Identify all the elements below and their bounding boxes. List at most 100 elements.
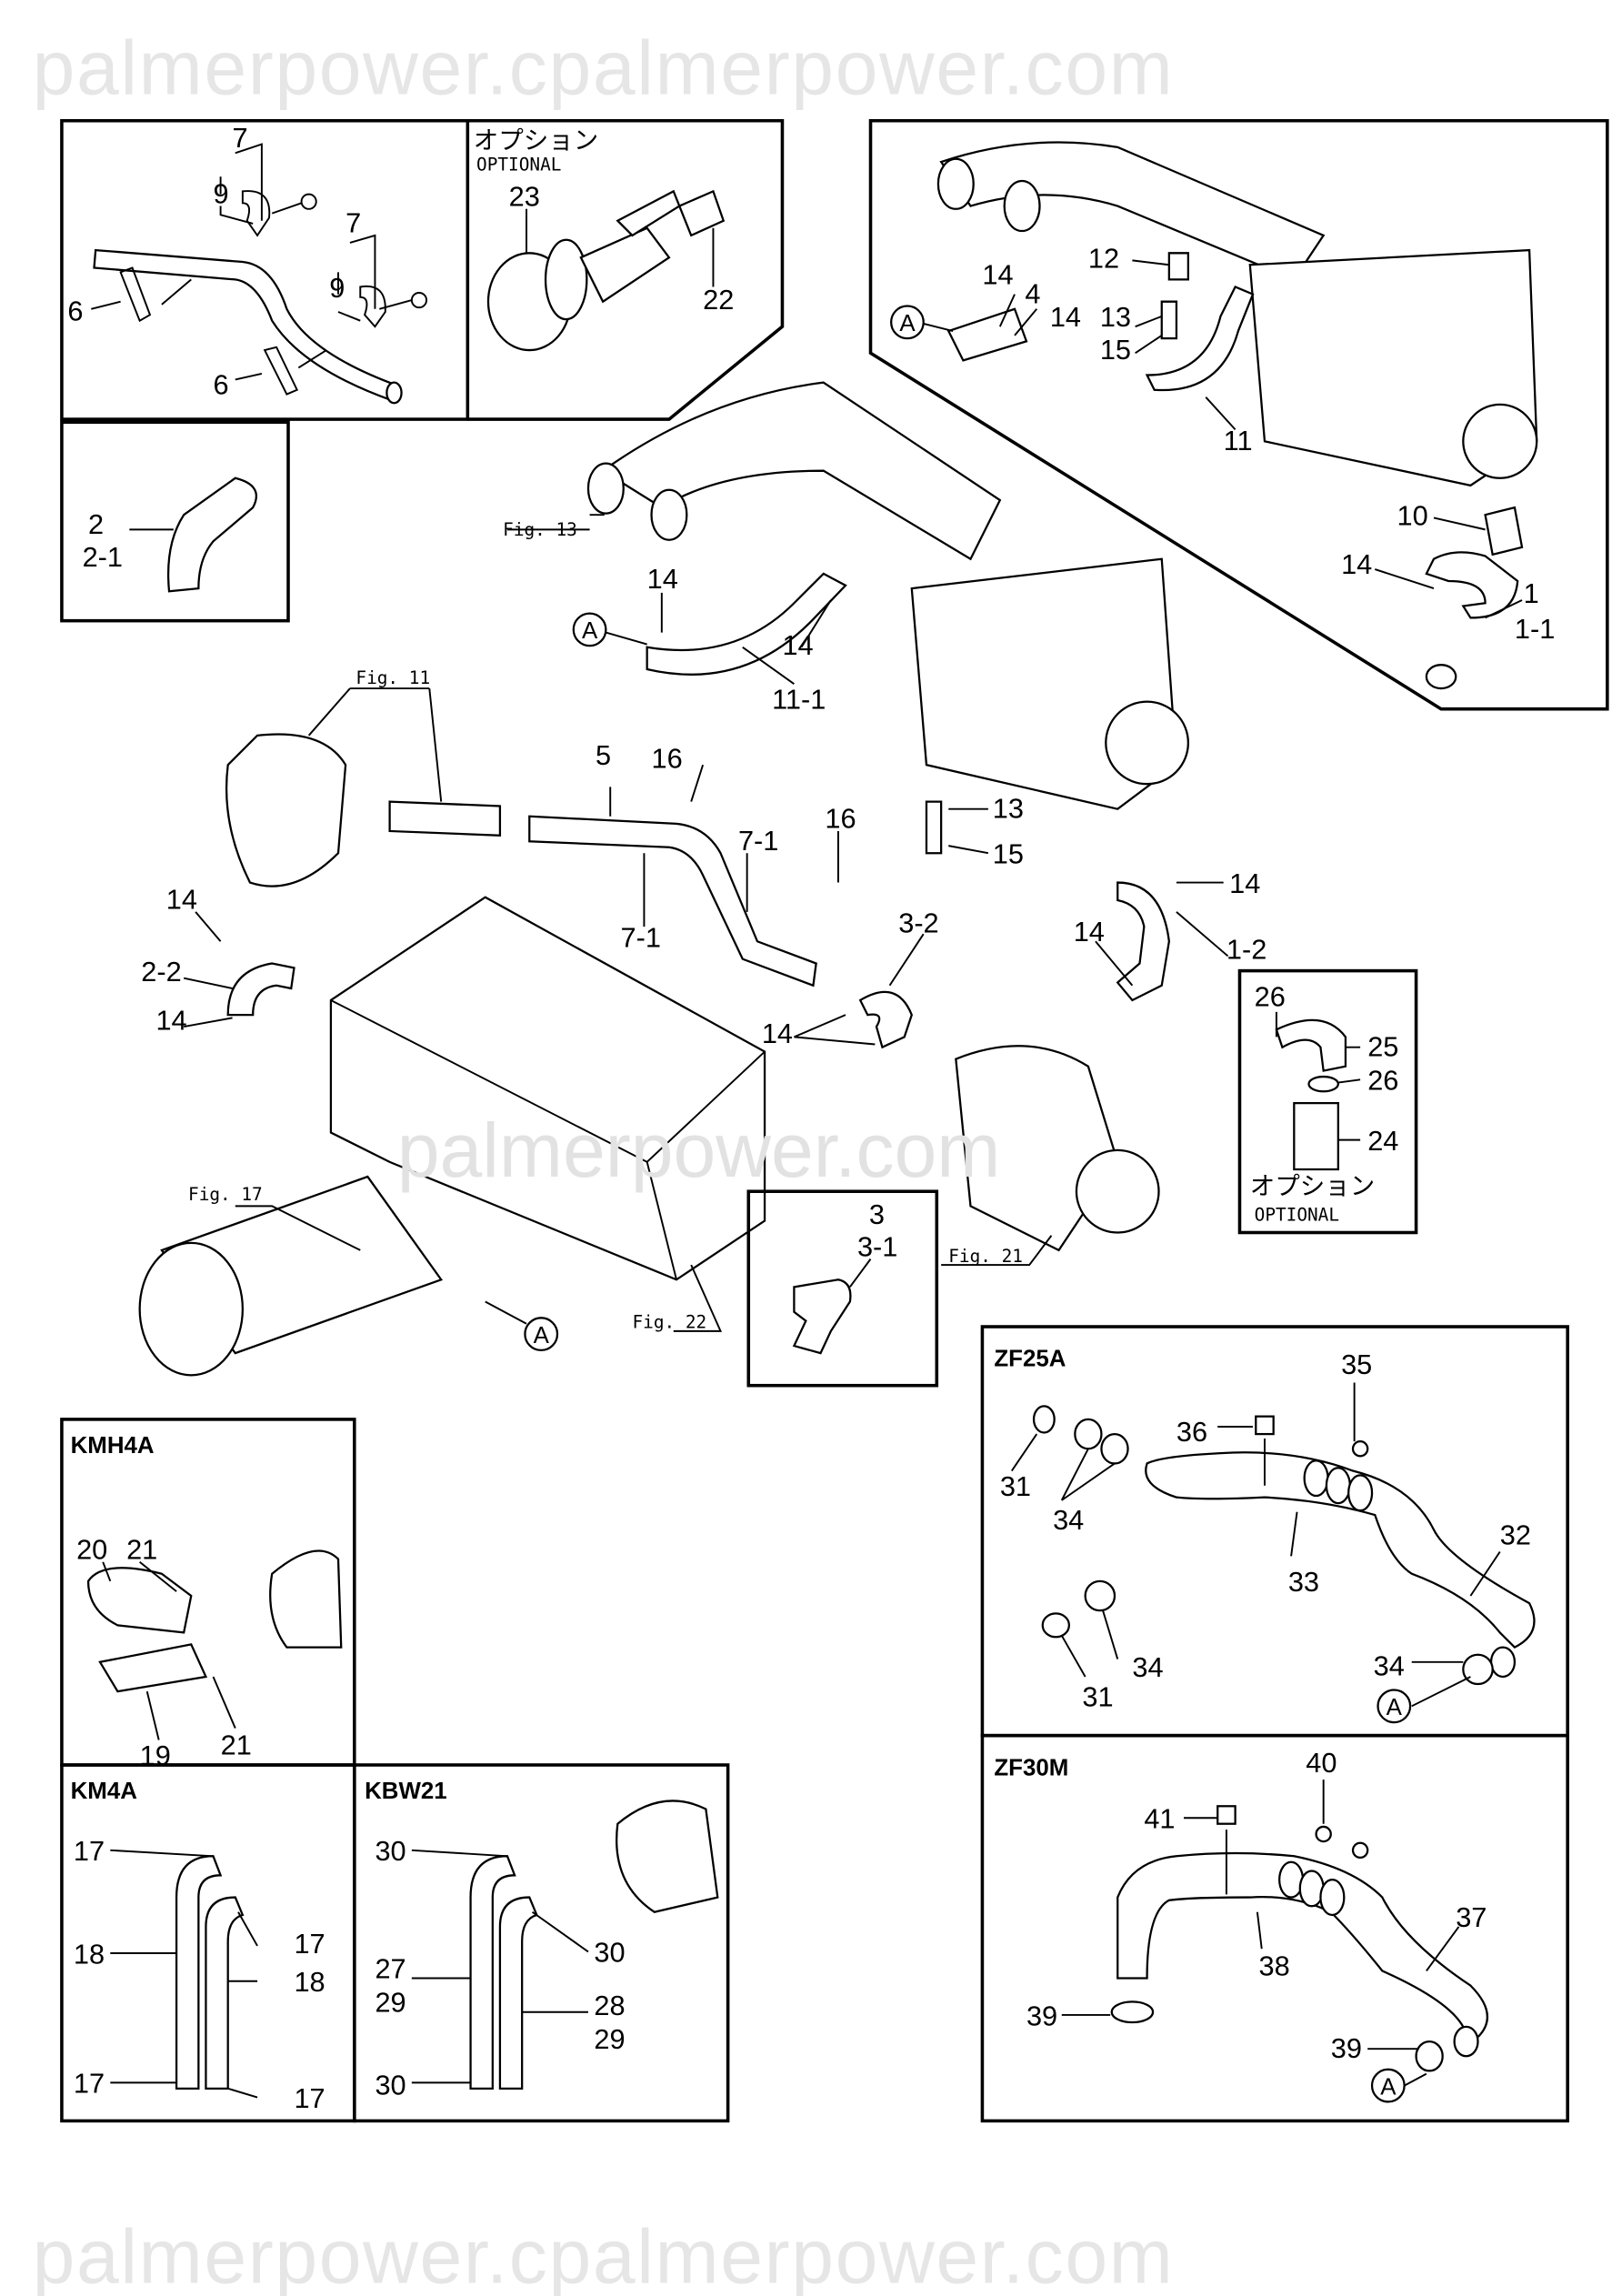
kmh4a-panel: KMH4A 20 21 19 21 xyxy=(60,1418,356,1771)
callout-15: 15 xyxy=(993,838,1024,870)
optional-label-jp: オプション xyxy=(474,125,598,154)
callout-7-1: 7-1 xyxy=(738,825,778,857)
zf25a-title: ZF25A xyxy=(994,1347,1066,1372)
callout-17: 17 xyxy=(74,2068,105,2100)
callout-31: 31 xyxy=(1082,1680,1113,1712)
callout-31: 31 xyxy=(1000,1470,1031,1502)
watermark-top: palmerpower.cpalmerpower.com xyxy=(33,25,1175,111)
callout-13: 13 xyxy=(1100,301,1131,333)
callout-6: 6 xyxy=(214,369,229,401)
callout-24: 24 xyxy=(1367,1125,1398,1157)
fig-22-ref: Fig. 22 xyxy=(632,1312,706,1333)
callout-7: 7 xyxy=(345,207,361,239)
callout-27: 27 xyxy=(375,1953,406,1985)
callout-2-2: 2-2 xyxy=(141,956,181,988)
callout-32: 32 xyxy=(1500,1519,1531,1550)
connector-marker-a-label: A xyxy=(1387,1695,1403,1720)
callout-36: 36 xyxy=(1176,1416,1207,1448)
callout-26: 26 xyxy=(1255,980,1286,1012)
callout-7: 7 xyxy=(233,122,248,154)
optional-drain-panel: オプション OPTIONAL 23 22 xyxy=(467,118,785,421)
callout-29: 29 xyxy=(375,1987,406,2019)
callout-17: 17 xyxy=(294,2082,325,2114)
callout-3-1: 3-1 xyxy=(857,1230,897,1262)
fig-13-ref: Fig. 13 xyxy=(503,519,577,540)
fig-17-ref: Fig. 17 xyxy=(188,1184,263,1205)
connector-marker-a xyxy=(524,1317,559,1352)
callout-20: 20 xyxy=(76,1534,107,1566)
connector-marker-a-label: A xyxy=(1380,2074,1397,2100)
callout-17: 17 xyxy=(74,1835,105,1867)
callout-14: 14 xyxy=(1050,301,1081,333)
main-assembly: A A Fig. 13 Fig. 11 Fig. 17 Fig. 21 Fig.… xyxy=(138,381,1267,1377)
callout-14: 14 xyxy=(155,1004,186,1036)
fig-21-ref: Fig. 21 xyxy=(948,1246,1023,1267)
connector-marker-a-label: A xyxy=(534,1323,550,1349)
zf30m-panel: ZF30M A 40 41 37 38 39 39 xyxy=(980,1733,1569,2123)
callout-11: 11 xyxy=(1224,425,1253,456)
callout-14: 14 xyxy=(166,884,197,916)
callout-40: 40 xyxy=(1306,1747,1337,1779)
connector-marker-a xyxy=(572,612,607,647)
kbw21-panel: KBW21 30 30 27 29 28 29 30 xyxy=(353,1763,730,2123)
callout-39: 39 xyxy=(1331,2032,1362,2064)
km4a-title: KM4A xyxy=(71,1779,137,1804)
callout-6: 6 xyxy=(67,296,83,327)
callout-9: 9 xyxy=(329,272,345,304)
callout-25: 25 xyxy=(1367,1030,1398,1062)
callout-2-1: 2-1 xyxy=(83,541,123,573)
callout-21: 21 xyxy=(126,1534,157,1566)
callout-17: 17 xyxy=(294,1928,325,1960)
callout-3: 3 xyxy=(869,1198,885,1230)
elbow-hose-panel: 2 2-1 xyxy=(60,420,290,623)
callout-26: 26 xyxy=(1367,1065,1398,1097)
callout-30: 30 xyxy=(375,2069,406,2100)
callout-23: 23 xyxy=(509,181,540,213)
elbow-3-panel: 3 3-1 xyxy=(746,1189,939,1388)
callout-14: 14 xyxy=(762,1018,793,1049)
callout-14: 14 xyxy=(782,629,813,661)
callout-11-1: 11-1 xyxy=(772,684,826,716)
callout-1: 1 xyxy=(1524,577,1539,609)
callout-21: 21 xyxy=(221,1730,252,1761)
callout-1-2: 1-2 xyxy=(1227,934,1267,966)
optional-label-en: OPTIONAL xyxy=(476,155,561,175)
callout-37: 37 xyxy=(1456,1901,1487,1933)
kbw21-title: KBW21 xyxy=(365,1779,447,1804)
optional-label-en: OPTIONAL xyxy=(1255,1205,1339,1226)
connector-marker-a xyxy=(1370,2068,1406,2103)
callout-14: 14 xyxy=(982,258,1013,290)
callout-34: 34 xyxy=(1374,1649,1405,1681)
watermark-bottom: palmerpower.cpalmerpower.com xyxy=(33,2213,1175,2296)
zf25a-panel: ZF25A A 35 36 31 34 33 32 31 34 34 xyxy=(980,1325,1569,1738)
callout-34: 34 xyxy=(1053,1504,1084,1536)
callout-12: 12 xyxy=(1088,242,1119,274)
callout-16: 16 xyxy=(652,742,683,774)
zf30m-title: ZF30M xyxy=(994,1755,1068,1780)
optional-label-jp: オプション xyxy=(1250,1171,1375,1199)
kmh4a-title: KMH4A xyxy=(71,1433,155,1459)
callout-1-1: 1-1 xyxy=(1515,613,1555,645)
callout-28: 28 xyxy=(594,1990,625,2021)
callout-35: 35 xyxy=(1341,1349,1372,1380)
callout-38: 38 xyxy=(1259,1950,1290,1981)
connector-marker-a-label: A xyxy=(899,311,916,336)
callout-18: 18 xyxy=(294,1966,325,1998)
callout-3-2: 3-2 xyxy=(898,907,938,939)
connector-marker-a-label: A xyxy=(582,618,598,644)
callout-5: 5 xyxy=(596,739,611,771)
watermark-middle: palmerpower.com xyxy=(397,1108,1001,1193)
connector-marker-a xyxy=(890,305,925,340)
callout-14: 14 xyxy=(1074,916,1105,947)
callout-30: 30 xyxy=(594,1937,625,1969)
connector-marker-a xyxy=(1377,1689,1412,1724)
callout-10: 10 xyxy=(1397,500,1428,532)
callout-2: 2 xyxy=(88,508,104,540)
callout-15: 15 xyxy=(1100,334,1131,366)
callout-7-1: 7-1 xyxy=(621,922,661,954)
callout-22: 22 xyxy=(703,284,734,316)
fig-11-ref: Fig. 11 xyxy=(355,667,430,688)
km4a-panel: KM4A 17 17 18 18 17 17 xyxy=(60,1763,356,2123)
callout-29: 29 xyxy=(594,2023,625,2055)
